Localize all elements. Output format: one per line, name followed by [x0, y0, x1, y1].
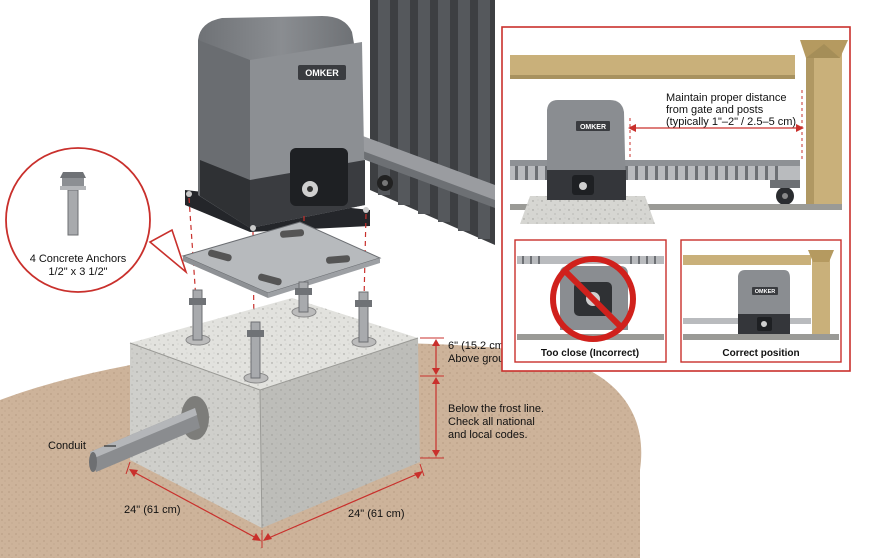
- gate-motor: OMKER: [185, 16, 370, 232]
- correct-caption: Correct position: [722, 348, 799, 359]
- inset-brand-logo: OMKER: [580, 124, 606, 131]
- frost-line-text-2: Check all national: [448, 416, 535, 428]
- brand-badge: [298, 65, 346, 80]
- anchor-bolt: [351, 291, 377, 348]
- inset-incorrect-panel: Too close (Incorrect): [514, 239, 667, 363]
- width-dimensions: [125, 461, 425, 548]
- key-lock-icon: [579, 182, 587, 190]
- inset-correct-panel: OMKER Correct position: [680, 239, 842, 363]
- distance-note-1: Maintain proper distance: [666, 92, 786, 104]
- anchor-bolts: [185, 281, 377, 384]
- anchor-bolt: [185, 289, 211, 346]
- width-left-label: 24" (61 cm): [124, 504, 180, 516]
- width-right-label: 24" (61 cm): [348, 508, 404, 520]
- incorrect-caption: Too close (Incorrect): [541, 348, 639, 359]
- distance-note-2: from gate and posts: [666, 104, 764, 116]
- anchor-bolt: [291, 281, 317, 318]
- inset-distance-panel: OMKER Maintain proper distance from gate…: [510, 40, 848, 224]
- prohibited-icon: [550, 256, 636, 342]
- frost-line-text-3: and local codes.: [448, 429, 528, 441]
- above-ground-label: Above ground: [448, 353, 517, 365]
- above-ground-measure: 6" (15.2 cm): [448, 340, 508, 352]
- sliding-gate: [360, 0, 495, 245]
- correct-brand-logo: OMKER: [755, 289, 776, 295]
- brand-logo: OMKER: [305, 68, 339, 78]
- key-lock-icon: [761, 321, 767, 327]
- distance-note-3: (typically 1"–2" / 2.5–5 cm): [666, 116, 796, 128]
- anchor-callout: 4 Concrete Anchors 1/2" x 3 1/2": [5, 147, 188, 293]
- height-dimension: [420, 337, 444, 459]
- anchor-spec-line2: 1/2" x 3 1/2": [48, 266, 107, 278]
- frost-line-text-1: Below the frost line.: [448, 403, 544, 415]
- conduit-pipe: [89, 408, 200, 472]
- concrete-footing: [129, 298, 420, 529]
- mounting-plate: [181, 221, 382, 298]
- conduit-label: Conduit: [48, 440, 86, 452]
- anchor-bolt: [243, 321, 269, 384]
- anchor-spec-line1: 4 Concrete Anchors: [30, 253, 127, 265]
